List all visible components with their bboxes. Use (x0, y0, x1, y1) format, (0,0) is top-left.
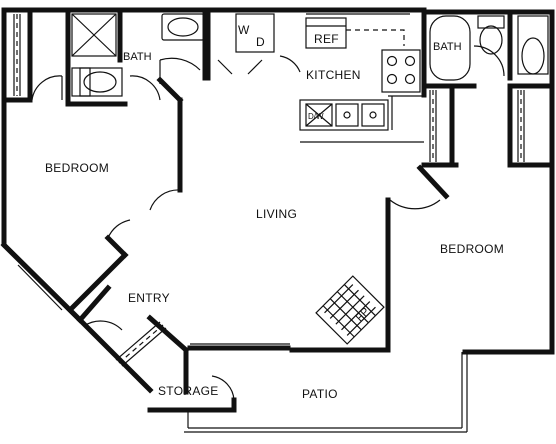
entry-label: ENTRY (128, 291, 170, 305)
washer-label: W (238, 23, 250, 37)
living-label: LIVING (256, 207, 297, 221)
bath-right-label: BATH (433, 41, 462, 53)
dryer-label: D (256, 35, 265, 49)
dishwasher-label: D/W (308, 112, 324, 121)
closet-left (1, 7, 33, 103)
bedroom-right-label: BEDROOM (440, 242, 504, 256)
bath-right (421, 9, 555, 89)
bedroom-left-label: BEDROOM (45, 161, 109, 175)
bedroom-right (385, 83, 555, 353)
patio-label: PATIO (302, 387, 338, 401)
bedroom-left (17, 75, 184, 314)
bath-left-label: BATH (123, 51, 152, 63)
storage-label: STORAGE (158, 384, 219, 398)
storage (115, 314, 237, 413)
patio (184, 343, 468, 433)
fireplace (315, 275, 385, 345)
entry (76, 284, 123, 331)
bath-left (65, 7, 208, 107)
refrigerator-label: REF (314, 32, 339, 46)
kitchen-label: KITCHEN (306, 68, 361, 82)
kitchen (205, 7, 427, 143)
